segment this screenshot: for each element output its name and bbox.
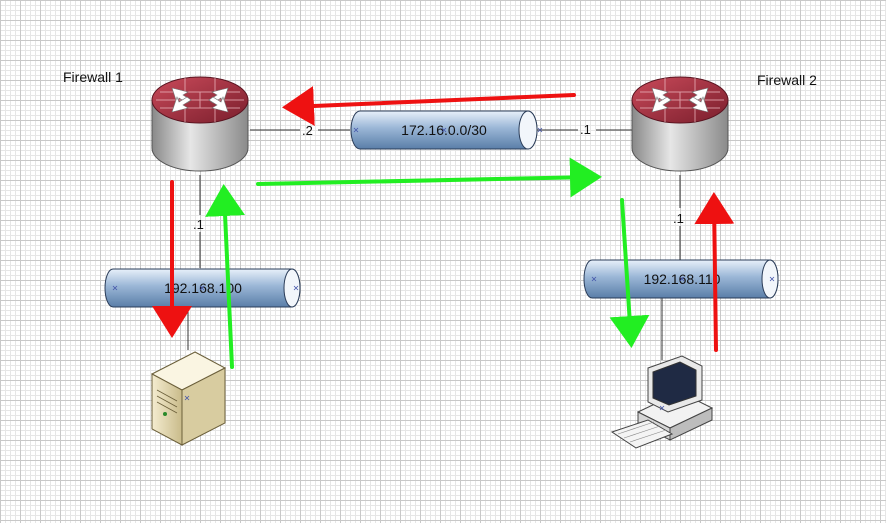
request-arrow-wan — [256, 157, 602, 198]
firewall-2[interactable] — [631, 76, 729, 172]
request-arrow-lan1 — [205, 184, 246, 369]
router-arrows-icon — [171, 87, 229, 113]
lan2-pipe[interactable]: 192.168.110 — [583, 259, 779, 299]
lan1-network-label: 192.168.100 — [164, 280, 242, 296]
fw2-wan-ip-label: .1 — [580, 122, 591, 137]
router-arrows-icon — [651, 87, 709, 113]
request-arrow-lan2 — [609, 198, 650, 348]
connection-point-markers — [112, 127, 775, 411]
firewall-1[interactable] — [151, 76, 249, 172]
traffic-arrows — [152, 86, 735, 369]
reply-arrow-wan — [282, 86, 576, 126]
connection-lines — [187, 129, 681, 360]
firewall-1-label: Firewall 1 — [63, 69, 123, 85]
reply-arrow-lan2 — [694, 192, 735, 352]
workstation-icon[interactable] — [610, 355, 714, 449]
fw2-lan-ip-label: .1 — [673, 211, 684, 226]
fw1-wan-ip-label: .2 — [302, 123, 313, 138]
server-icon[interactable] — [150, 351, 227, 446]
firewall-2-label: Firewall 2 — [757, 72, 817, 88]
fw1-lan-ip-label: .1 — [193, 217, 204, 232]
